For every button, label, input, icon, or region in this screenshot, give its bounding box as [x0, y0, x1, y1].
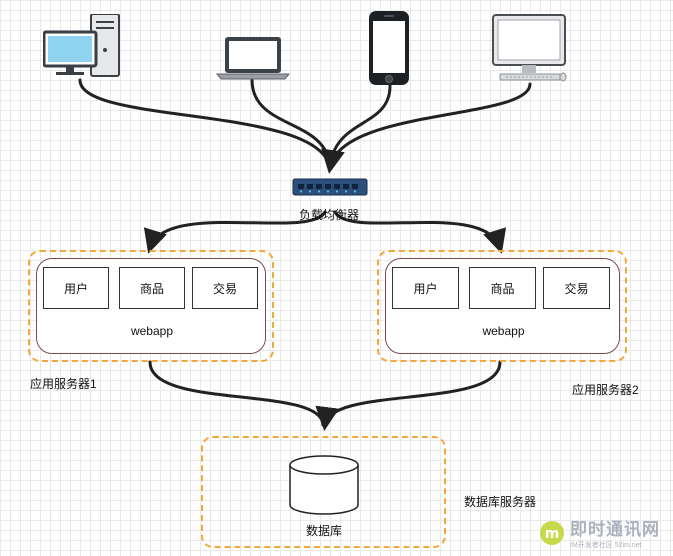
- app-server-2-label: 应用服务器2: [572, 383, 639, 397]
- module-trade-1: 交易: [192, 267, 258, 309]
- app-server-2-frame: [377, 250, 627, 362]
- watermark-text-en: IM开发者社区 52im.net: [570, 542, 642, 549]
- webapp-2: 用户 商品 交易 webapp: [385, 258, 620, 354]
- connector-desktop-to-lb: [78, 78, 332, 170]
- laptop-icon: [213, 36, 293, 85]
- database-server-label: 数据库服务器: [464, 495, 537, 509]
- app-server-1-label: 应用服务器1: [30, 377, 97, 391]
- database-cylinder-icon: [288, 455, 360, 522]
- monitor-icon: [490, 14, 570, 89]
- desktop-tower-icon: [42, 13, 123, 83]
- watermark-text-cn: 即时通讯网: [570, 520, 660, 540]
- app-server-1-frame: [28, 250, 274, 362]
- module-product-2: 商品: [469, 267, 536, 309]
- load-balancer-label: 负载均衡器: [299, 208, 360, 222]
- load-balancer-switch-icon: [292, 176, 368, 203]
- webapp-label-1: webapp: [130, 324, 174, 338]
- connector-laptop-to-lb: [250, 78, 332, 170]
- connector-monitor-to-lb: [321, 82, 532, 174]
- database-server-frame: [201, 436, 446, 548]
- module-product-1: 商品: [119, 267, 185, 309]
- watermark: m 即时通讯网 IM开发者社区 52im.net: [539, 515, 660, 550]
- connector-phone-to-lb: [328, 84, 392, 170]
- svg-text:m: m: [545, 526, 560, 542]
- connector-lb-to-server2: [333, 210, 507, 254]
- connector-server2-to-db: [315, 360, 502, 431]
- module-user-1: 用户: [43, 267, 109, 309]
- webapp-label-2: webapp: [482, 324, 525, 338]
- smartphone-icon: [368, 10, 412, 93]
- connector-lb-to-server1: [143, 210, 327, 254]
- database-label: 数据库: [305, 524, 342, 538]
- webapp-1: 用户 商品 交易 webapp: [36, 258, 266, 354]
- module-trade-2: 交易: [543, 267, 610, 309]
- module-user-2: 用户: [392, 267, 459, 309]
- watermark-logo-icon: m: [540, 520, 564, 545]
- watermark-text: 即时通讯网 IM开发者社区 52im.net: [570, 515, 660, 550]
- connector-server1-to-db: [148, 360, 325, 427]
